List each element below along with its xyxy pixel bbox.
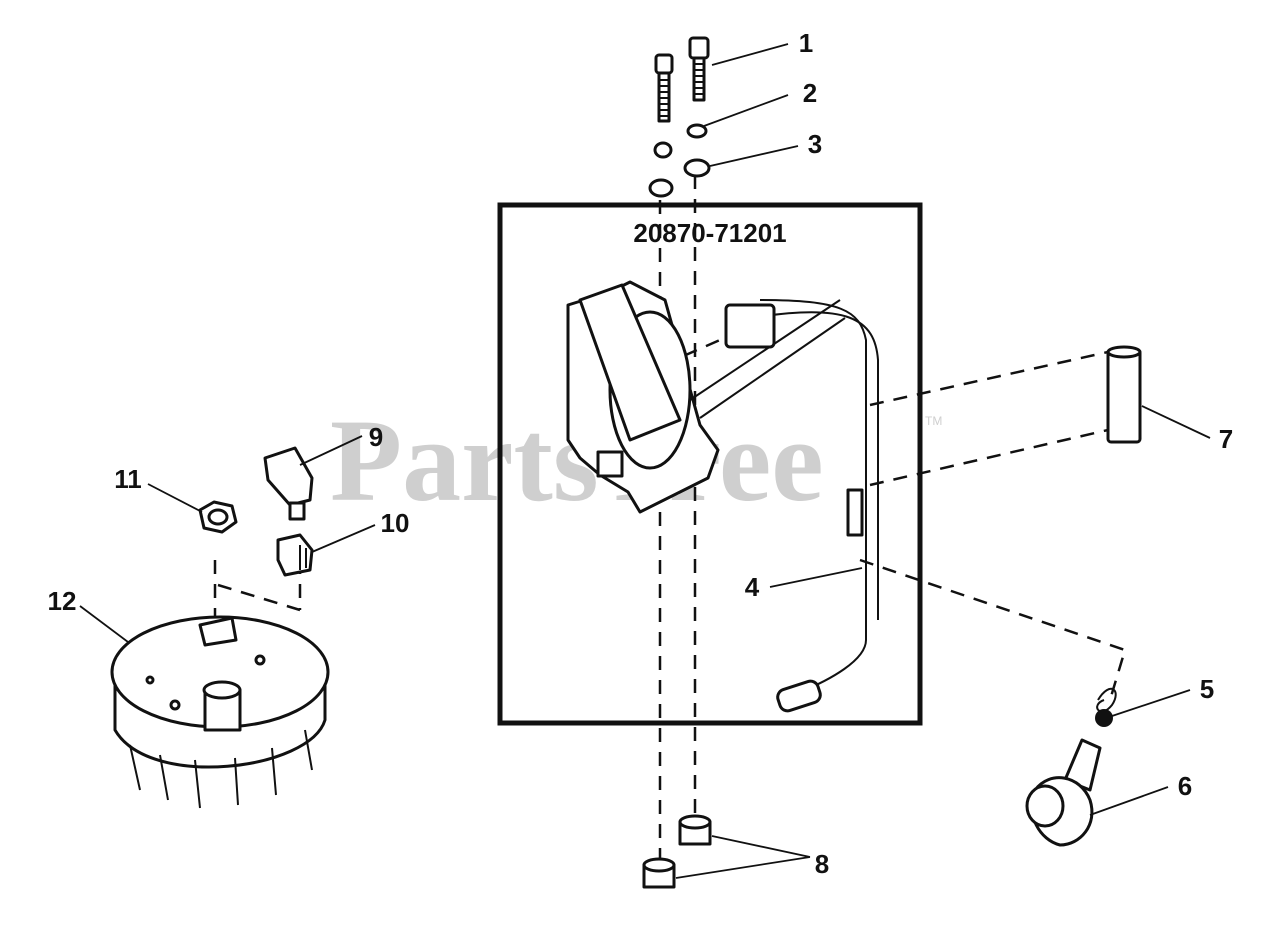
leader-12: [79, 605, 129, 643]
spark-plug-clip: [1095, 687, 1117, 727]
centerline-post-bottom: [869, 428, 1109, 487]
callout-12: 12: [48, 586, 77, 616]
callout-10: 10: [381, 508, 410, 538]
leader-2: [703, 94, 789, 127]
centerline-connector: [639, 338, 721, 377]
leader-9: [299, 435, 363, 466]
callout-2: 2: [803, 78, 817, 108]
spark-plug-boot: [1025, 738, 1102, 847]
centerline-post-top: [869, 350, 1109, 407]
callout-3: 3: [808, 129, 822, 159]
kit-part-number: 20870-71201: [633, 218, 786, 248]
flat-washer: [683, 158, 711, 178]
leader-5: [1111, 689, 1191, 717]
mounting-post: [1106, 345, 1142, 444]
callout-11: 11: [114, 464, 142, 494]
callout-4: 4: [745, 572, 760, 602]
callout-8: 8: [815, 849, 829, 879]
spacer: [678, 814, 712, 846]
stop-switch: [263, 446, 314, 521]
leader-4: [769, 567, 863, 588]
callout-5: 5: [1200, 674, 1214, 704]
leader-3: [709, 145, 799, 167]
flat-washer-left: [648, 178, 674, 198]
centerline-key: [217, 583, 301, 612]
leader-8: [675, 835, 811, 879]
callout-9: 9: [369, 422, 383, 452]
kit-box: [497, 202, 923, 726]
leader-6: [1089, 786, 1169, 816]
watermark-trademark: TM: [925, 414, 942, 428]
centerline-spark-plug: [859, 558, 1127, 701]
leader-10: [311, 524, 376, 553]
lock-washer: [686, 123, 708, 139]
leader-7: [1141, 405, 1211, 439]
leader-1: [711, 43, 789, 66]
flywheel: [110, 615, 330, 809]
callout-1: 1: [799, 28, 813, 58]
lock-washer-left: [653, 141, 673, 159]
cap-screw: [688, 36, 710, 102]
callout-6: 6: [1178, 771, 1192, 801]
spacer-lower: [642, 857, 676, 889]
leader-11: [147, 483, 203, 513]
flywheel-nut: [198, 500, 238, 534]
callout-7: 7: [1219, 424, 1233, 454]
switch-clip: [276, 533, 314, 577]
ignition-coil: [566, 280, 879, 713]
cap-screw-short: [654, 53, 674, 123]
